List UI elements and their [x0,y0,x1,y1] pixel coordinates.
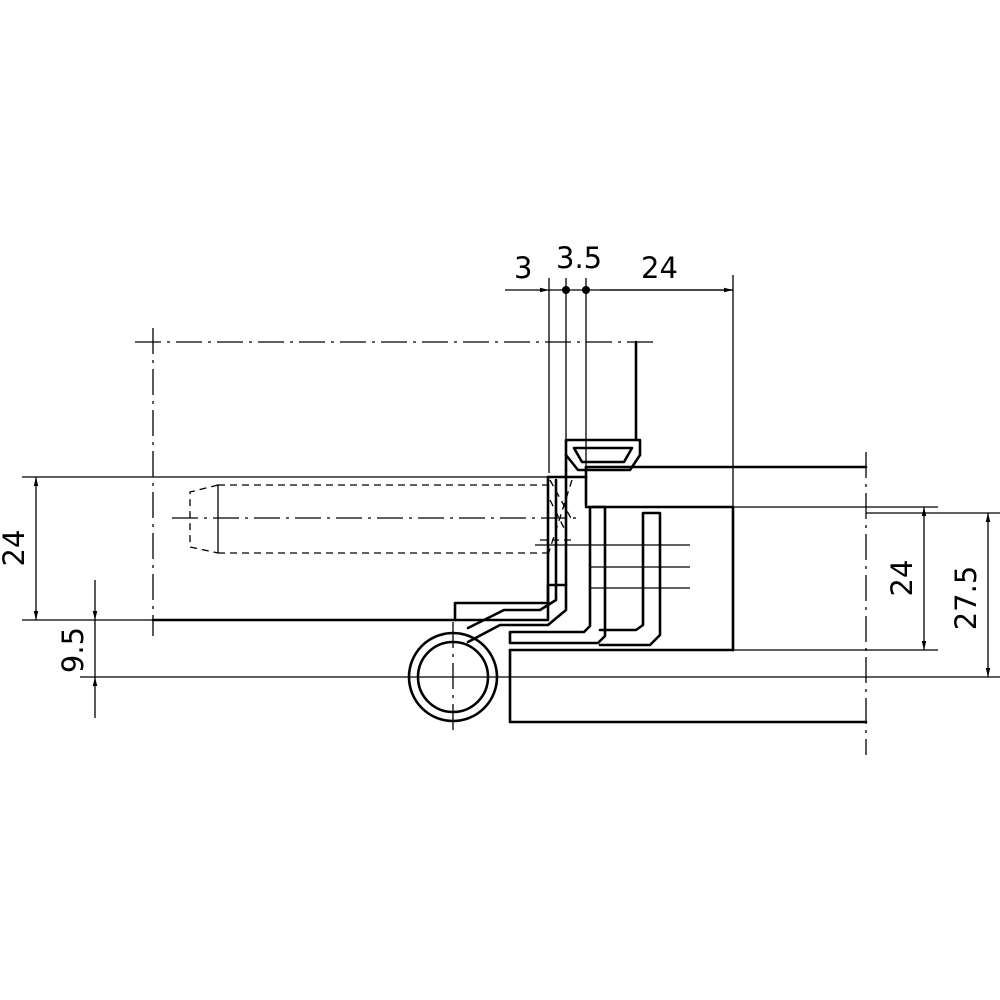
dim-label-24-left: 24 [0,530,31,567]
frame-lower-plate [508,648,868,724]
dimension-dot [582,286,590,294]
door-leaf-edge [151,475,550,622]
left-dimension-group: 24 9.5 [0,476,1000,718]
dim-label-3-5: 3.5 [556,241,602,275]
hinge-body [407,438,690,735]
dim-label-9-5: 9.5 [56,627,90,673]
pin-hidden-detail [540,479,575,560]
hinge-top-cap-inner [572,446,634,464]
door-leaf [135,328,655,636]
fixing-pin-hidden [189,484,548,554]
hinge-leaf-door [466,478,558,630]
hinge-leaf-frame-outer [508,505,607,645]
hinge-leaf-door [453,583,568,644]
dim-label-24-top: 24 [641,251,678,285]
dim-label-24-right: 24 [885,560,919,597]
dimension-dot [562,286,570,294]
hinge-leaf-frame-inner [598,511,662,647]
top-dimension-group: 3 3.5 24 [505,241,734,585]
frame [508,452,868,755]
right-dimension-group: 24 27.5 [733,506,1000,677]
dim-label-27-5: 27.5 [949,566,983,631]
dim-label-3: 3 [514,251,532,285]
